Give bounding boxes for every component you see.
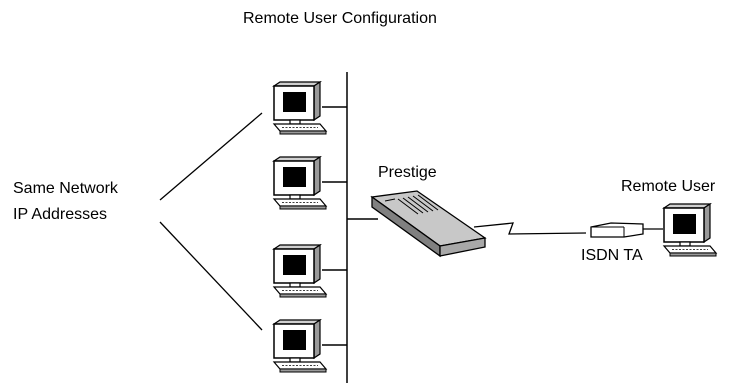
bracket-line-upper	[159, 112, 263, 201]
desktop-computer-icon	[273, 319, 327, 373]
desktop-computer-icon	[273, 244, 327, 298]
isdn-link-line	[473, 222, 587, 235]
bracket-line-lower	[159, 221, 263, 331]
network-label-line1: Same Network	[13, 180, 118, 197]
diagram-title: Remote User Configuration	[243, 10, 437, 27]
isdn-ta-label: ISDN TA	[581, 247, 643, 264]
router-label: Prestige	[378, 164, 437, 181]
network-label-line2: IP Addresses	[13, 206, 107, 223]
remote-computer-icon	[663, 203, 717, 257]
prestige-router-icon	[370, 190, 487, 258]
remote-user-label: Remote User	[621, 178, 716, 195]
desktop-computer-icon	[273, 156, 327, 210]
desktop-computer-icon	[273, 81, 327, 135]
isdn-terminal-adapter-icon	[590, 222, 644, 238]
